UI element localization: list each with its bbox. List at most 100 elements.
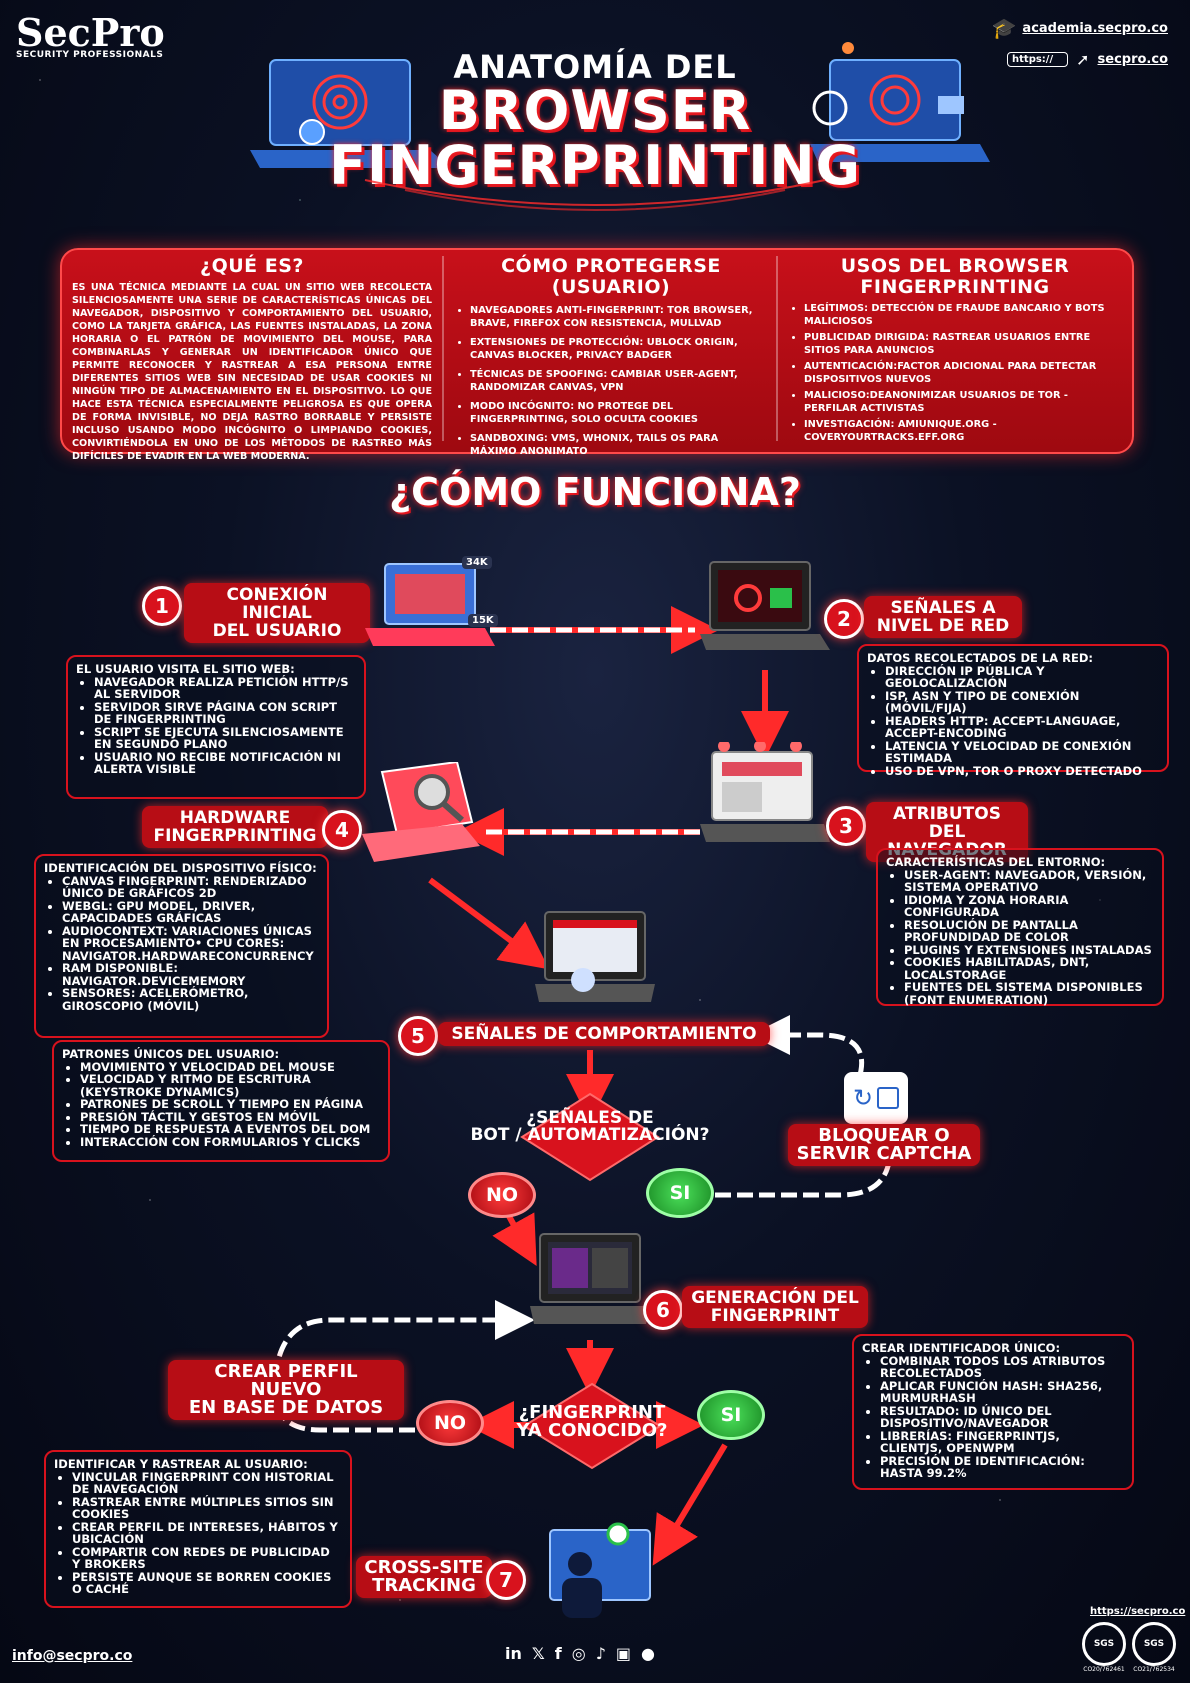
list-item: RAM DISPONIBLE: NAVIGATOR.DEVICEMEMORY (62, 962, 319, 987)
brand-name: SecPro (16, 10, 165, 55)
list-item: PUBLICIDAD DIRIGIDA: RASTREAR USUARIOS E… (804, 331, 1120, 357)
known-si-button: SI (697, 1390, 765, 1440)
list-item: USUARIO NO RECIBE NOTIFICACIÓN NI ALERTA… (94, 750, 356, 776)
step-2-intro: DATOS RECOLECTADOS DE LA RED: (867, 651, 1093, 665)
list-item: INTERACCIÓN CON FORMULARIOS Y CLICKS (80, 1135, 380, 1149)
https-box: https:// (1007, 52, 1069, 67)
badge-15k: 15K (468, 614, 498, 627)
laptop-browser-attributes-illustration (700, 742, 830, 842)
step-2-box: DATOS RECOLECTADOS DE LA RED: DIRECCIÓN … (857, 644, 1169, 777)
laptop-fingerprint-generation-illustration (530, 1233, 650, 1324)
list-item: LATENCIA Y VELOCIDAD DE CONEXIÓN ESTIMAD… (885, 739, 1159, 765)
list-item: APLICAR FUNCIÓN HASH: SHA256, MURMURHASH (880, 1379, 1124, 1405)
step-3-intro: CARACTERÍSTICAS DEL ENTORNO: (886, 855, 1106, 869)
laptop-fingerprint-left-illustration (250, 59, 450, 168)
step-4-label: HARDWARE FINGERPRINTING (142, 806, 328, 848)
step-3-label-line-1: ATRIBUTOS DEL (893, 804, 1001, 842)
step-5-number: 5 (398, 1016, 438, 1056)
usos-heading-1: USOS DEL BROWSER (840, 255, 1070, 277)
divider (442, 256, 444, 441)
list-item: AUDIOCONTEXT: VARIACIONES ÚNICAS EN PROC… (62, 924, 319, 963)
list-item: VINCULAR FINGERPRINT CON HISTORIAL DE NA… (72, 1470, 342, 1496)
list-item: FUENTES DEL SISTEMA DISPONIBLES (FONT EN… (904, 981, 1154, 1006)
new-profile-label-line-1: CREAR PERFIL NUEVO (214, 1361, 358, 1400)
cert-badge-2: SGS CO21/762534 (1132, 1622, 1176, 1673)
linkedin-icon[interactable]: in (505, 1644, 522, 1663)
step-7-label-line-2: TRACKING (372, 1575, 476, 1596)
academia-link[interactable]: academia.secpro.co (1022, 20, 1168, 36)
laptop-behavior-illustration (535, 911, 655, 1002)
step-1-intro: EL USUARIO VISITA EL SITIO WEB: (76, 662, 295, 676)
tiktok-icon[interactable]: ♪ (595, 1644, 606, 1663)
badge-34k: 34K (462, 556, 492, 569)
proteger-heading: CÓMO PROTEGERSE (USUARIO) (501, 255, 721, 298)
chat-icon[interactable]: ▣ (615, 1644, 632, 1663)
divider (776, 256, 778, 441)
cert-code-1: CO20/762461 (1083, 1666, 1125, 1673)
graduation-cap-icon: 🎓 (991, 16, 1017, 40)
step-5-label: SEÑALES DE COMPORTAMIENTO (438, 1022, 770, 1046)
que-es-heading: ¿QUÉ ES? (200, 255, 304, 277)
captcha-widget: ↻ (844, 1072, 908, 1124)
que-es-text: ES UNA TÉCNICA MEDIANTE LA CUAL UN SITIO… (72, 282, 432, 462)
step-4-number: 4 (322, 810, 362, 850)
captcha-label: BLOQUEAR O SERVIR CAPTCHA (788, 1124, 980, 1166)
recaptcha-icon: ↻ (852, 1084, 874, 1112)
github-icon[interactable]: ● (641, 1644, 656, 1663)
known-decision-text: ¿FINGERPRINT YA CONOCIDO? (492, 1404, 692, 1440)
step-6-label-line-1: GENERACIÓN DEL (691, 1288, 859, 1308)
step-1-label-line-1: CONEXIÓN INICIAL (226, 585, 328, 623)
footer-url[interactable]: https://secpro.co (1090, 1606, 1186, 1617)
known-decision-line-2: YA CONOCIDO? (516, 1420, 668, 1441)
bot-decision-line-1: ¿SEÑALES DE (526, 1108, 654, 1128)
instagram-icon[interactable]: ◎ (571, 1644, 586, 1663)
site-link[interactable]: secpro.co (1097, 52, 1168, 67)
bot-decision-diamond (520, 1092, 660, 1182)
captcha-label-line-2: SERVIR CAPTCHA (796, 1143, 972, 1164)
proteger-section: CÓMO PROTEGERSE (USUARIO) NAVEGADORES AN… (456, 256, 766, 464)
intro-panel: ¿QUÉ ES? ES UNA TÉCNICA MEDIANTE LA CUAL… (60, 248, 1134, 462)
usos-heading-2: FINGERPRINTING (860, 276, 1050, 298)
x-icon[interactable]: 𝕏 (531, 1644, 545, 1663)
title-line-2: BROWSER (438, 79, 752, 142)
que-es-section: ¿QUÉ ES? ES UNA TÉCNICA MEDIANTE LA CUAL… (72, 256, 432, 463)
title-line-3: FINGERPRINTING (329, 134, 861, 197)
usos-section: USOS DEL BROWSER FINGERPRINTING LEGÍTIMO… (790, 256, 1120, 447)
step-1-label-line-2: DEL USUARIO (212, 621, 342, 641)
step-6-label: GENERACIÓN DEL FINGERPRINT (682, 1286, 868, 1328)
step-4-box: IDENTIFICACIÓN DEL DISPOSITIVO FÍSICO: C… (34, 854, 329, 1038)
list-item: TÉCNICAS DE SPOOFING: CAMBIAR USER-AGENT… (470, 368, 766, 394)
step-2-label-line-1: SEÑALES A (890, 598, 996, 618)
list-item: PLUGINS Y EXTENSIONES INSTALADAS (904, 943, 1154, 957)
step-2-number: 2 (824, 599, 864, 639)
list-item: SERVIDOR SIRVE PÁGINA CON SCRIPT DE FING… (94, 700, 356, 726)
step-1-box: EL USUARIO VISITA EL SITIO WEB: NAVEGADO… (66, 655, 366, 799)
cursor-icon: ➚ (1076, 50, 1090, 69)
list-item: SCRIPT SE EJECUTA SILENCIOSAMENTE EN SEG… (94, 725, 356, 751)
laptop-hardware-magnifier-illustration (362, 762, 480, 862)
new-profile-label-line-2: EN BASE DE DATOS (188, 1397, 384, 1418)
list-item: WEBGL: GPU MODEL, DRIVER, CAPACIDADES GR… (62, 899, 319, 925)
certification-badges: SGS CO20/762461 SGS CO21/762534 (1082, 1622, 1176, 1673)
facebook-icon[interactable]: f (554, 1644, 562, 1663)
list-item: INVESTIGACIÓN: AMIUNIQUE.ORG - COVERYOUR… (804, 418, 1120, 444)
list-item: EXTENSIONES DE PROTECCIÓN: UBLOCK ORIGIN… (470, 336, 766, 362)
step-3-box: CARACTERÍSTICAS DEL ENTORNO: USER-AGENT:… (876, 848, 1164, 1006)
step-6-label-line-2: FINGERPRINT (710, 1306, 840, 1326)
list-item: NAVEGADORES ANTI-FINGERPRINT: TOR BROWSE… (470, 304, 766, 330)
step-1-number: 1 (142, 586, 182, 626)
bot-no-button: NO (468, 1172, 536, 1218)
checkbox-icon (877, 1087, 900, 1109)
footer-email[interactable]: info@secpro.co (12, 1648, 133, 1664)
list-item: MOVIMIENTO Y VELOCIDAD DEL MOUSE (80, 1060, 380, 1074)
step-4-label-line-1: HARDWARE (179, 808, 291, 828)
step-5-box: PATRONES ÚNICOS DEL USUARIO: MOVIMIENTO … (52, 1040, 390, 1162)
captcha-label-line-1: BLOQUEAR O (818, 1125, 950, 1146)
step-7-label-line-1: CROSS-SITE (364, 1557, 484, 1578)
usos-list: LEGÍTIMOS: DETECCIÓN DE FRAUDE BANCARIO … (790, 302, 1120, 444)
step-4-label-line-2: FINGERPRINTING (153, 826, 317, 846)
list-item: COMPARTIR CON REDES DE PUBLICIDAD Y BROK… (72, 1545, 342, 1571)
step-7-box: IDENTIFICAR Y RASTREAR AL USUARIO: VINCU… (44, 1450, 352, 1608)
cert-code-2: CO21/762534 (1133, 1666, 1175, 1673)
laptop-network-illustration (700, 561, 830, 650)
